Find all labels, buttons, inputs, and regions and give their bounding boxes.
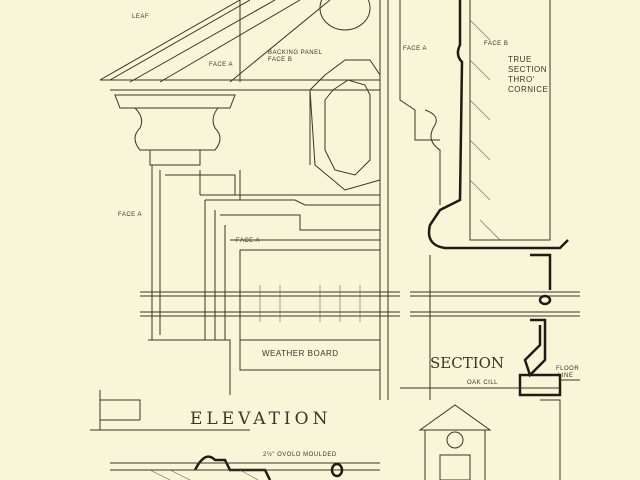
label-floor-line-2: LINE [558, 373, 573, 379]
label-face-b-section: FACE B [484, 41, 508, 47]
label-weather-board: WEATHER BOARD [262, 349, 339, 358]
label-section: SECTION [430, 354, 504, 372]
label-elevation: ELEVATION [190, 409, 331, 429]
label-true-section-2: SECTION [508, 65, 547, 74]
small-elevation [418, 404, 492, 480]
annotations: LEAF BACKING PANEL FACE B FACE A FACE A … [118, 14, 579, 458]
label-true-section-1: TRUE [508, 55, 532, 64]
section-drawing [399, 0, 580, 480]
label-true-section-3: THRO' [508, 75, 535, 84]
label-oak-cill: OAK CILL [467, 380, 498, 386]
label-true-section-4: CORNICE [508, 85, 548, 94]
label-ovolo: 2½" OVOLO MOULDED [263, 451, 337, 458]
rails [140, 285, 580, 322]
label-face-a-pediment: FACE A [209, 62, 233, 68]
label-face-a-pilaster: FACE A [118, 212, 142, 218]
label-floor-line-1: FLOOR [556, 366, 579, 372]
label-leaf: LEAF [132, 14, 149, 20]
door-frame [200, 0, 389, 400]
column-capital [114, 94, 236, 166]
label-face-a-section: FACE A [403, 46, 427, 52]
label-face-a-panel: FACE A [236, 238, 260, 244]
pilaster [148, 165, 241, 395]
pediment [99, 0, 380, 91]
lower-detail [90, 390, 380, 480]
label-backing-panel: BACKING PANEL [268, 50, 323, 56]
label-face-b-top: FACE B [268, 57, 292, 63]
